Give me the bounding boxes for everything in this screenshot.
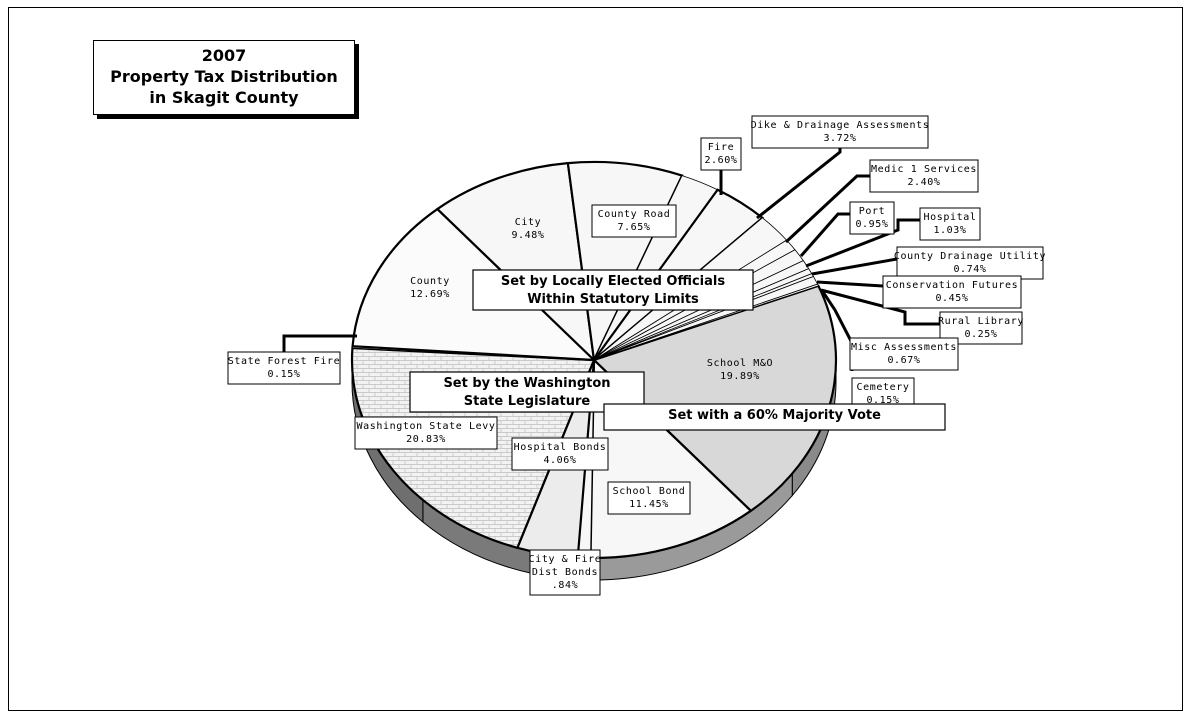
pie-slice-cemetery xyxy=(593,283,819,361)
data-label-box-washington-state-levy xyxy=(354,416,498,450)
data-label-box-hospital xyxy=(919,207,981,241)
data-label-box-dike-drainage-assessments xyxy=(751,115,929,149)
leader-line-medic-1-services xyxy=(784,174,872,244)
leader-line-port xyxy=(799,212,850,257)
leader-line-conservation-futures xyxy=(816,280,884,288)
data-label-box-medic-1-services xyxy=(869,159,979,193)
leader-line-state-forest-fire xyxy=(282,334,357,358)
data-label-box-conservation-futures xyxy=(882,275,1022,309)
data-label-box-fire xyxy=(700,137,742,171)
data-label-box-misc-assessments xyxy=(849,337,959,371)
data-label-box-city-fire-dist-bonds xyxy=(529,549,601,596)
group-label-majority-vote: Set with a 60% Majority Vote xyxy=(668,408,881,423)
data-label-box-school-bond xyxy=(607,481,691,515)
group-label-majority-vote-box xyxy=(603,403,946,431)
pie-slice-city xyxy=(435,161,596,363)
chart-title: 2007 Property Tax Distribution in Skagit… xyxy=(93,40,355,115)
data-label-box-port xyxy=(849,201,895,235)
data-label-box-county-road xyxy=(591,204,677,238)
chart-title-line-2: Property Tax Distribution xyxy=(110,67,338,86)
chart-title-line-1: 2007 xyxy=(201,46,247,65)
leader-line-dike-drainage-assessments xyxy=(756,142,842,220)
group-label-local-box xyxy=(472,269,754,311)
data-label-box-state-forest-fire xyxy=(227,351,341,385)
leader-line-county-drainage-utility xyxy=(811,257,898,276)
chart-title-line-3: in Skagit County xyxy=(149,88,299,107)
leader-line-rural-library xyxy=(820,288,940,326)
leader-line-hospital xyxy=(805,218,922,268)
data-label-box-hospital-bonds xyxy=(511,437,609,471)
data-label-box-county-drainage-utility xyxy=(896,246,1044,280)
leader-line-misc-assessments xyxy=(821,291,853,342)
